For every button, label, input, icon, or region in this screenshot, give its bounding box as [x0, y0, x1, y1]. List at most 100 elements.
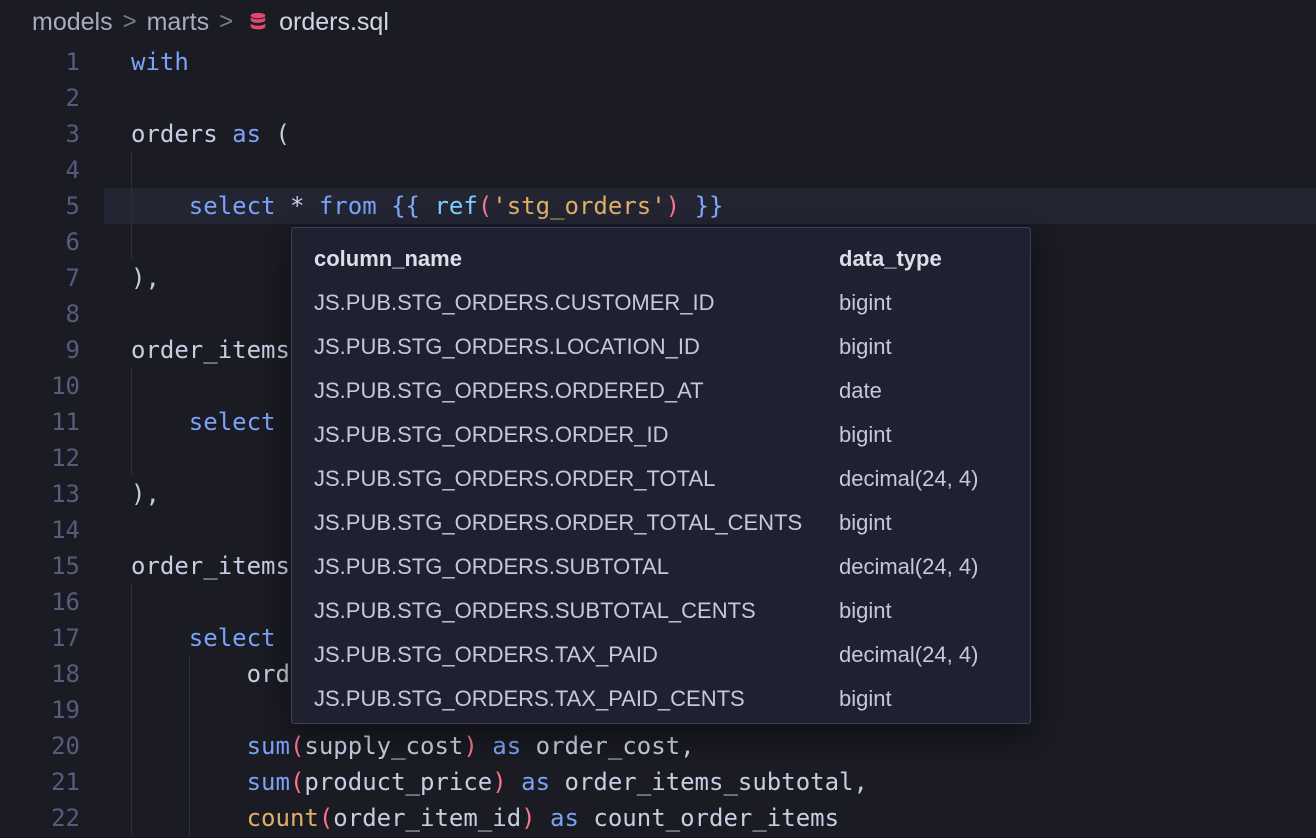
data-type-cell: bigint: [839, 334, 892, 359]
code-token: sum: [246, 732, 290, 760]
code-text: select: [131, 620, 276, 656]
code-line-15[interactable]: 15 order_items: [0, 548, 1316, 584]
column-popup: column_name data_type JS.PUB.STG_ORDERS.…: [291, 227, 1031, 724]
code-token: (: [477, 192, 493, 220]
data-type-cell: decimal(24, 4): [839, 554, 979, 579]
code-token: as: [492, 732, 522, 760]
popup-header-row: column_name data_type: [292, 237, 1030, 281]
code-token: [507, 768, 521, 796]
code-line-21[interactable]: 21 sum(product_price) as order_items_sub…: [0, 764, 1316, 800]
indent-guide: [131, 620, 132, 656]
breadcrumb-item-models[interactable]: models: [32, 7, 113, 36]
code-token: supply_cost: [304, 732, 464, 760]
code-token: count: [246, 804, 319, 832]
line-number: 19: [51, 696, 80, 724]
code-token: ),: [131, 264, 160, 292]
data-type-cell: date: [839, 378, 882, 403]
code-token: [131, 732, 247, 760]
line-number: 22: [51, 804, 80, 832]
code-token: order_cost,: [521, 732, 695, 760]
popup-header-data-type: data_type: [839, 246, 942, 271]
indent-guide: [131, 152, 132, 188]
code-token: as: [232, 120, 262, 148]
code-line-17[interactable]: 17 select: [0, 620, 1316, 656]
code-line-16[interactable]: 16: [0, 584, 1316, 620]
indent-guide: [131, 404, 132, 440]
code-line-14[interactable]: 14: [0, 512, 1316, 548]
code-line-13[interactable]: 13),: [0, 476, 1316, 512]
code-line-20[interactable]: 20 sum(supply_cost) as order_cost,: [0, 728, 1316, 764]
code-line-1[interactable]: 1 with: [0, 44, 1316, 80]
code-token: from: [318, 192, 377, 220]
indent-guide: [131, 764, 132, 800]
code-token: [131, 192, 189, 220]
code-token: 'stg_orders': [492, 192, 666, 220]
code-text: sum(supply_cost) as order_cost,: [131, 728, 695, 764]
indent-guide: [188, 656, 190, 692]
code-text: with: [131, 44, 189, 80]
indent-guide: [131, 224, 132, 260]
code-line-4[interactable]: 4: [0, 152, 1316, 188]
code-token: ),: [131, 480, 160, 508]
code-line-8[interactable]: 8: [0, 296, 1316, 332]
code-text: order_items: [131, 548, 290, 584]
code-token: order_item_id: [333, 804, 522, 832]
code-token: count_order_items: [578, 804, 840, 832]
code-token: (: [289, 732, 305, 760]
database-icon: [247, 11, 269, 33]
code-text: ),: [131, 260, 160, 296]
code-line-10[interactable]: 10: [0, 368, 1316, 404]
indent-guide: [131, 656, 132, 692]
code-line-22[interactable]: 22 count(order_item_id) as count_order_i…: [0, 800, 1316, 836]
code-token: [478, 732, 492, 760]
indent-guide: [131, 188, 132, 224]
line-number: 2: [65, 84, 80, 112]
code-token: as: [521, 768, 551, 796]
line-number: 18: [51, 660, 80, 688]
breadcrumb-separator: >: [219, 8, 234, 35]
line-number: 11: [51, 408, 80, 436]
code-line-7[interactable]: 7),: [0, 260, 1316, 296]
code-token: ord: [246, 660, 290, 688]
code-token: ref: [434, 192, 478, 220]
code-token: [131, 804, 247, 832]
indent-guide: [131, 584, 132, 620]
column-name-cell: JS.PUB.STG_ORDERS.CUSTOMER_ID: [314, 290, 715, 315]
code-token: ): [665, 192, 681, 220]
code-token: product_price: [304, 768, 493, 796]
line-number: 4: [65, 156, 80, 184]
line-number: 8: [65, 300, 80, 328]
line-number: 1: [65, 48, 80, 76]
column-name-cell: JS.PUB.STG_ORDERS.TAX_PAID_CENTS: [314, 686, 745, 711]
code-line-6[interactable]: 6: [0, 224, 1316, 260]
breadcrumb-item-marts[interactable]: marts: [146, 7, 210, 36]
code-token: (: [289, 768, 305, 796]
code-line-19[interactable]: 19: [0, 692, 1316, 728]
code-line-2[interactable]: 2: [0, 80, 1316, 116]
code-token: ): [492, 768, 507, 796]
line-number: 15: [51, 552, 80, 580]
data-type-cell: bigint: [839, 290, 892, 315]
breadcrumb-file-name[interactable]: orders.sql: [279, 7, 389, 36]
code-line-11[interactable]: 11 select: [0, 404, 1316, 440]
code-line-5[interactable]: 5 select * from {{ ref('stg_orders') }}: [0, 188, 1316, 224]
code-line-18[interactable]: 18 ord: [0, 656, 1316, 692]
line-number: 7: [65, 264, 80, 292]
breadcrumb: models > marts > orders.sql: [0, 0, 1316, 44]
indent-guide: [131, 368, 132, 404]
line-number: 6: [65, 228, 80, 256]
code-text: select: [131, 404, 276, 440]
line-number: 10: [51, 372, 80, 400]
line-number: 16: [51, 588, 80, 616]
column-name-cell: JS.PUB.STG_ORDERS.TAX_PAID: [314, 642, 658, 667]
code-line-12[interactable]: 12: [0, 440, 1316, 476]
column-name-cell: JS.PUB.STG_ORDERS.ORDERED_AT: [314, 378, 704, 403]
